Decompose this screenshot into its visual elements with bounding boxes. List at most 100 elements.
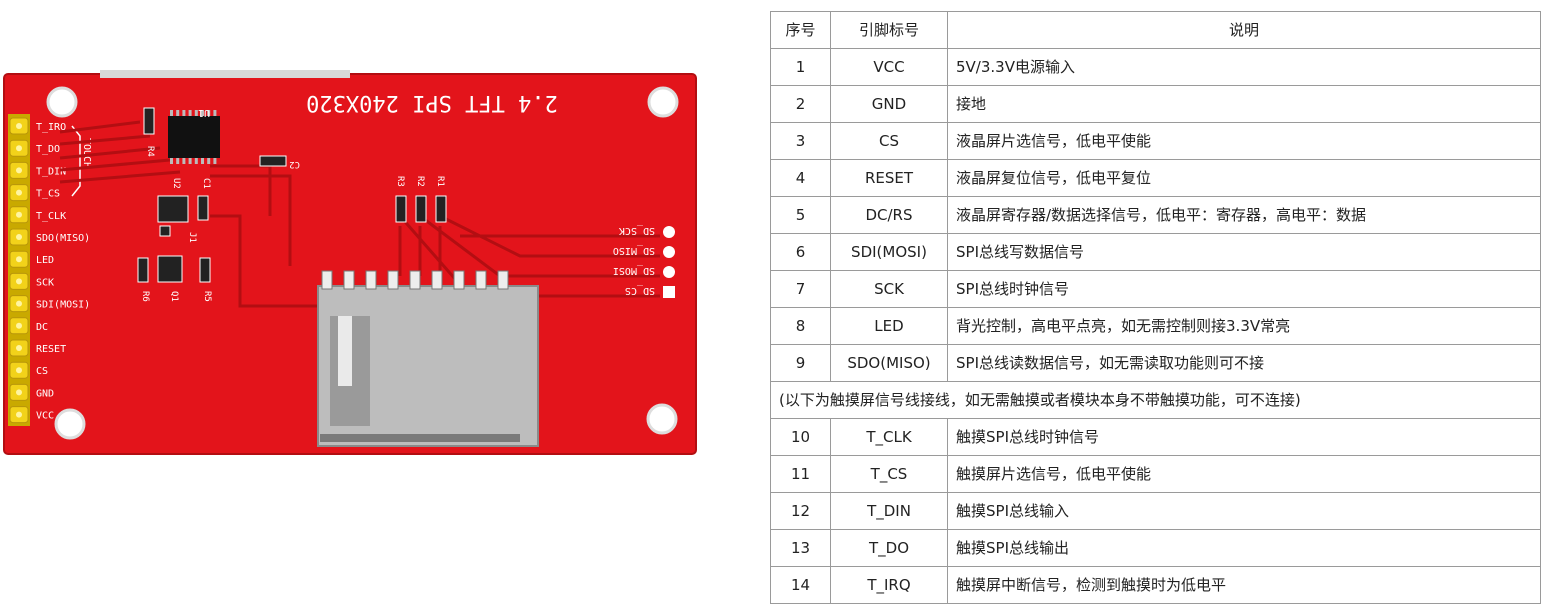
pin-header <box>8 114 30 426</box>
touch-label: TOUCH <box>81 138 92 168</box>
cell-no: 2 <box>770 85 831 123</box>
cell-no: 9 <box>770 344 831 382</box>
sd-pad <box>663 226 675 238</box>
ic-u1-legs <box>170 110 217 164</box>
component-label: Q1 <box>169 291 179 302</box>
pin-label: T_DO <box>36 144 60 155</box>
cell-no: 14 <box>770 566 831 604</box>
header-pin-hole <box>16 322 22 329</box>
sd-card-opening <box>320 434 520 442</box>
component-q1 <box>157 255 183 283</box>
note-row: (以下为触摸屏信号线接线，如无需触摸或者模块本身不带触摸功能，可不连接) <box>770 381 1541 419</box>
display-edge <box>100 70 350 78</box>
cell-desc: 触摸屏中断信号，检测到触摸时为低电平 <box>947 566 1541 604</box>
component-r3 <box>395 195 407 223</box>
component-label: R1 <box>435 176 445 187</box>
ic-leg <box>170 158 173 164</box>
cell-desc: SPI总线读数据信号，如无需读取功能则可不接 <box>947 344 1541 382</box>
cell-no: 4 <box>770 159 831 197</box>
component-label: R2 <box>415 176 425 187</box>
header-pin-hole <box>16 345 22 351</box>
pin-label: SCK <box>36 277 54 288</box>
cell-pin: DC/RS <box>830 196 948 234</box>
cell-no: 13 <box>770 529 831 567</box>
component-label: J1 <box>187 232 197 243</box>
ic-leg <box>182 110 186 116</box>
header-pin-hole <box>16 411 22 418</box>
pin-label: VCC <box>36 411 54 422</box>
cell-pin: T_CS <box>830 455 948 493</box>
sd-contact <box>497 270 509 290</box>
component-r5 <box>199 257 211 283</box>
cell-pin: T_CLK <box>830 418 948 456</box>
component-u2 <box>157 195 189 223</box>
component-label: R6 <box>140 291 150 302</box>
component-r1 <box>435 195 447 223</box>
cell-no: 1 <box>770 48 831 86</box>
header-pin-hole <box>16 123 22 129</box>
ic-leg <box>213 110 217 116</box>
pcb-board: 2.4 TFT SPI 240X320 T_IRQT_DOT_DINT_CST_… <box>3 70 697 455</box>
pin-label: T_IRQ <box>36 122 66 133</box>
sd-header-pads <box>663 226 675 298</box>
header-pin-hole <box>16 211 22 218</box>
ic-leg <box>213 158 217 164</box>
mount-hole-top-right <box>647 86 679 118</box>
ic-u1-label: U1 <box>198 107 210 118</box>
pin-label: SDO(MISO) <box>36 233 90 244</box>
component-label: R5 <box>202 291 212 302</box>
cell-no: 10 <box>770 418 831 456</box>
sd-pad-square <box>663 286 675 298</box>
sd-contact <box>409 270 421 290</box>
ic-leg <box>188 110 192 116</box>
sd-card-contacts <box>321 270 509 290</box>
cell-desc: 液晶屏寄存器/数据选择信号，低电平：寄存器，高电平：数据 <box>947 196 1541 234</box>
cell-desc: 背光控制，高电平点亮，如无需控制则接3.3V常亮 <box>947 307 1541 345</box>
ic-leg <box>201 110 204 116</box>
board-title: 2.4 TFT SPI 240X320 <box>306 90 558 115</box>
cell-pin: T_DIN <box>830 492 948 530</box>
sd-pad <box>663 266 675 278</box>
sd-contact <box>365 270 377 290</box>
pin-label: GND <box>36 388 54 399</box>
component-r2 <box>415 195 427 223</box>
header-pin-hole <box>16 189 22 196</box>
sd-pin-label: SD_MOSI <box>613 265 655 276</box>
component-label: R4 <box>145 146 155 157</box>
pin-label: RESET <box>36 344 66 355</box>
component-r6 <box>137 257 149 283</box>
ic-leg <box>170 110 173 116</box>
cell-desc: 5V/3.3V电源输入 <box>947 48 1541 86</box>
ic-u1 <box>168 116 220 158</box>
cell-pin: T_IRQ <box>830 566 948 604</box>
sd-contact <box>431 270 443 290</box>
cell-pin: SDI(MOSI) <box>830 233 948 271</box>
sd-contact <box>321 270 333 290</box>
table-note-body: (以下为触摸屏信号线接线，如无需触摸或者模块本身不带触摸功能，可不连接) <box>770 381 1541 419</box>
cell-pin: VCC <box>830 48 948 86</box>
ic-leg <box>207 158 211 164</box>
header-pin-hole <box>16 389 22 396</box>
cell-desc: SPI总线时钟信号 <box>947 270 1541 308</box>
ic-leg <box>182 158 186 164</box>
ic-leg <box>194 158 198 164</box>
header-pin-hole <box>16 145 22 152</box>
pin-label: T_CLK <box>36 211 66 222</box>
ic-leg <box>176 110 180 116</box>
cell-no: 3 <box>770 122 831 160</box>
pin-labels: T_IRQT_DOT_DINT_CST_CLKSDO(MISO)LEDSCKSD… <box>36 122 90 422</box>
component-label: C2 <box>289 159 300 169</box>
